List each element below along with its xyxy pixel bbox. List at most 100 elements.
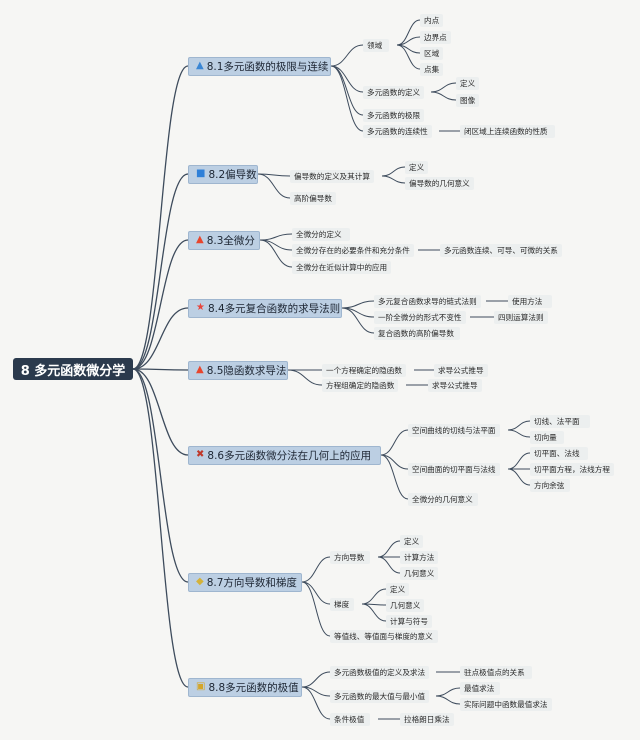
chapter-label: 8.5隐函数求导法 [206,364,287,377]
topic-c6-surf-b[interactable]: 切平面方程，法线方程 [530,462,614,476]
link-c7-dir-def [377,540,401,558]
link-c1-def-img [430,91,457,101]
link-c3-def [259,233,293,241]
topic-c2-high[interactable]: 高阶偏导数 [290,191,336,205]
topic-c1-def-img[interactable]: 图像 [456,93,480,107]
chapter-node-2[interactable]: ■8.2偏导数 [188,164,258,184]
topic-c1-cont[interactable]: 多元函数的连续性 [363,124,432,138]
link-c8-max-b [435,695,461,705]
topic-c7-dir-geo[interactable]: 几何意义 [400,566,439,580]
link-c3-app [259,239,293,268]
chapter-label: 8.3全微分 [206,234,255,247]
link-c2-def-def [381,166,406,177]
topic-c5-sys-f[interactable]: 求导公式推导 [428,378,482,392]
topic-c1-interior[interactable]: 内点 [420,13,444,27]
topic-c4-high[interactable]: 复合函数的高阶偏导数 [374,326,460,340]
star-icon: ★ [196,302,205,313]
topic-c7-grad-geo[interactable]: 几何意义 [386,598,425,612]
chapter-node-6[interactable]: ✖8.6多元函数微分法在几何上的应用 [188,445,381,465]
topic-c8-cond-l[interactable]: 拉格朗日乘法 [400,712,454,726]
chapter-node-5[interactable]: ▲8.5隐函数求导法 [188,360,288,380]
chapter-node-1[interactable]: ▲8.1多元函数的极限与连续 [188,56,331,76]
chapter-node-4[interactable]: ★8.4多元复合函数的求导法则 [188,298,342,318]
root-link-5 [132,368,189,371]
topic-c2-def-geo[interactable]: 偏导数的几何意义 [405,176,474,190]
topic-c1-def-def[interactable]: 定义 [456,76,480,90]
topic-c4-inv[interactable]: 一阶全微分的形式不变性 [374,310,466,324]
chapter-node-8[interactable]: ▣8.8多元函数的极值 [188,677,302,697]
root-node[interactable]: 8 多元函数微分学 [13,358,133,380]
flame-icon: ▲ [196,234,204,245]
topic-c8-max[interactable]: 多元函数的最大值与最小值 [330,689,430,703]
topic-c6-geo[interactable]: 全微分的几何意义 [408,492,478,506]
topic-c8-max-a[interactable]: 最值求法 [460,681,500,695]
topic-c5-one[interactable]: 一个方程确定的隐函数 [322,363,406,377]
topic-c3-def[interactable]: 全微分的定义 [292,227,350,241]
root-link-4 [132,307,189,370]
chapter-label: 8.6多元函数微分法在几何上的应用 [207,449,372,462]
link-c1-limit [330,65,364,116]
root-link-6 [132,368,189,456]
link-c6-curve [380,429,409,456]
root-label: 8 多元函数微分学 [20,363,126,379]
topic-c7-dir[interactable]: 方向导数 [330,550,370,564]
topic-c3-rel[interactable]: 多元函数连续、可导、可微的关系 [440,243,562,257]
topic-c7-level[interactable]: 等值线、等值面与梯度的意义 [330,629,438,643]
topic-c2-def[interactable]: 偏导数的定义及其计算 [290,169,374,183]
badge-icon: ◆ [196,576,204,587]
link-c6-surf-a [507,452,531,470]
topic-c1-def[interactable]: 多元函数的定义 [363,85,425,99]
chapter-label: 8.1多元函数的极限与连续 [206,60,329,73]
topic-c7-grad[interactable]: 梯度 [330,597,354,611]
topic-c3-app[interactable]: 全微分在近似计算中的应用 [292,260,392,274]
chapter-label: 8.4多元复合函数的求导法则 [207,302,341,315]
topic-c6-curve-a[interactable]: 切线、法平面 [530,414,590,428]
chapter-node-3[interactable]: ▲8.3全微分 [188,230,260,250]
chapter-node-7[interactable]: ◆8.7方向导数和梯度 [188,572,302,592]
topic-c7-grad-def[interactable]: 定义 [386,582,410,596]
flame-icon: ▲ [196,60,204,71]
topic-c7-dir-calc[interactable]: 计算方法 [400,550,439,564]
link-c6-surf-c [507,468,531,486]
link-c7-grad-calc [361,603,387,622]
trophy-icon: ▣ [196,681,206,692]
topic-c5-sys[interactable]: 方程组确定的隐函数 [322,378,399,392]
topic-c4-four[interactable]: 四则运算法则 [494,310,548,324]
link-c8-max-a [435,687,461,697]
link-c1-pointset [396,44,421,70]
link-c7-level [301,581,331,637]
topic-c3-cond[interactable]: 全微分存在的必要条件和充分条件 [292,243,414,257]
topic-c8-cond[interactable]: 条件极值 [330,712,370,726]
topic-c1-pointset[interactable]: 点集 [420,62,444,76]
topic-c8-def[interactable]: 多元函数极值的定义及求法 [330,665,430,679]
topic-c4-usage[interactable]: 使用方法 [508,294,552,308]
root-link-3 [132,239,189,370]
topic-c1-limit[interactable]: 多元函数的极限 [363,108,425,122]
tools-icon: ✖ [196,449,205,460]
topic-c7-dir-def[interactable]: 定义 [400,534,424,548]
topic-c6-curve-b[interactable]: 切向量 [530,430,564,444]
link-c1-cont [330,65,364,132]
link-c1-def [330,65,364,93]
topic-c1-domain[interactable]: 领域 [363,38,389,52]
root-link-8 [132,368,189,688]
link-c1-def-def [430,82,457,93]
topic-c6-curve[interactable]: 空间曲线的切线与法平面 [408,423,500,437]
topic-c1-region[interactable]: 区域 [420,46,444,60]
link-c6-geo [380,454,409,500]
link-c5-sys [287,369,323,386]
topic-c6-surf[interactable]: 空间曲面的切平面与法线 [408,462,500,476]
topic-c2-def-def[interactable]: 定义 [405,160,429,174]
topic-c6-surf-c[interactable]: 方向余弦 [530,478,570,492]
topic-c8-max-b[interactable]: 实际问题中函数最值求法 [460,697,552,711]
topic-c8-def-rel[interactable]: 驻点极值点的关系 [460,665,532,679]
root-link-2 [132,173,189,370]
topic-c6-surf-a[interactable]: 切平面、法线 [530,446,588,460]
flame-icon: ▲ [196,364,204,375]
topic-c5-one-f[interactable]: 求导公式推导 [434,363,488,377]
topic-c7-grad-calc[interactable]: 计算与符号 [386,614,432,628]
topic-c1-boundary[interactable]: 边界点 [420,30,451,44]
topic-c4-chain[interactable]: 多元复合函数求导的链式法则 [374,294,481,308]
topic-c1-cont-prop[interactable]: 闭区域上连续函数的性质 [460,124,555,138]
